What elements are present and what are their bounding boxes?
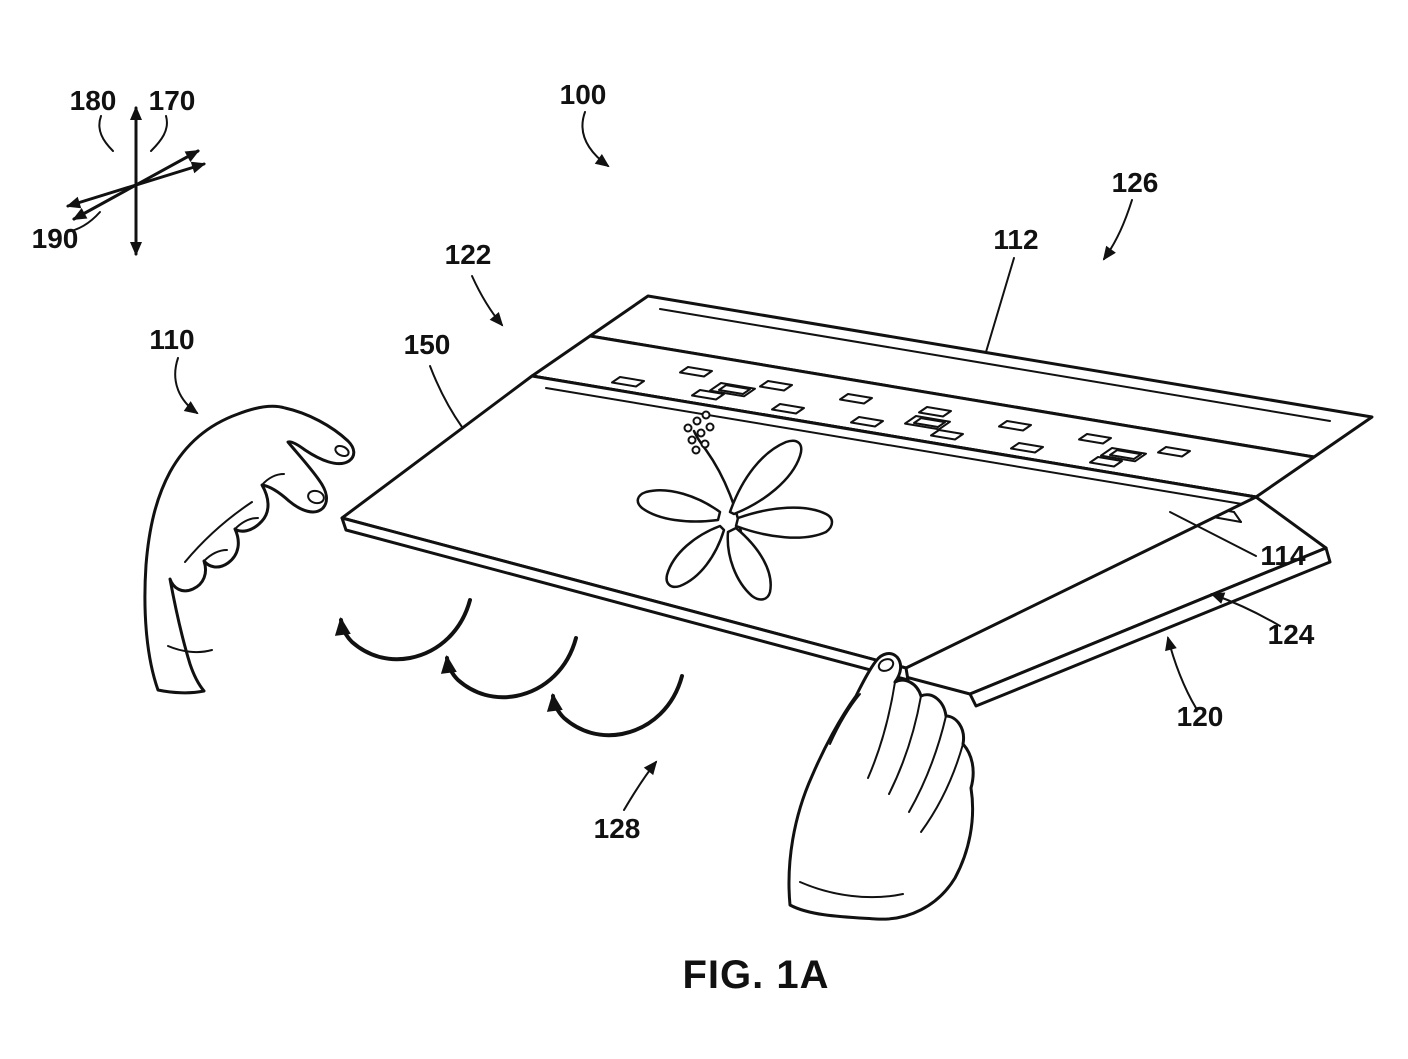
sheet-inner-line (545, 387, 1243, 505)
wrist-line (799, 881, 904, 899)
leader-126 (1102, 199, 1133, 261)
flower-petal (728, 439, 803, 516)
leader-124 (1210, 592, 1281, 627)
base-thickness (968, 546, 1332, 708)
finger-line (908, 715, 947, 813)
reference-labels: 180 170 190 100 126 112 122 150 110 114 … (32, 79, 1315, 844)
detail-line (234, 517, 259, 530)
thumbnail (877, 658, 895, 672)
wrist-line (167, 645, 213, 654)
leader-170 (150, 115, 168, 152)
leader-112 (985, 257, 1015, 353)
flower-illustration (636, 410, 834, 601)
peel-arrow (334, 598, 472, 662)
leader-180 (98, 115, 114, 152)
ref-label-114: 114 (1260, 540, 1306, 571)
ref-label-170: 170 (149, 85, 196, 116)
peel-arrows (334, 598, 684, 738)
figure-caption: FIG. 1A (682, 953, 829, 997)
leader-100 (581, 111, 610, 168)
flower-petal (726, 526, 772, 601)
detail-line (203, 549, 228, 562)
thumbnail (307, 489, 325, 505)
flower-petal (665, 524, 726, 589)
detail-line (261, 473, 285, 486)
flower-stem (692, 429, 744, 540)
flower-petal (636, 488, 722, 523)
hand-outline (787, 652, 975, 921)
axis-indicator (65, 106, 206, 256)
ref-label-128: 128 (594, 813, 641, 844)
peel-arrow (440, 636, 578, 700)
peel-arrow (546, 674, 684, 738)
leader-114 (1169, 511, 1257, 557)
hand-outline (143, 404, 356, 695)
finger-line (867, 681, 896, 779)
axis-line-shallow (66, 161, 206, 209)
right-hand (787, 652, 975, 921)
fingernail (334, 444, 350, 458)
flower-petal (734, 506, 834, 539)
leader-122 (471, 275, 504, 327)
ref-label-100: 100 (560, 79, 607, 110)
leader-150 (429, 365, 463, 428)
device-drawing (340, 294, 1374, 708)
ref-label-150: 150 (404, 329, 451, 360)
ref-label-190: 190 (32, 223, 79, 254)
leader-190 (65, 211, 101, 233)
leader-110 (174, 357, 199, 415)
ref-label-180: 180 (70, 85, 117, 116)
ref-label-126: 126 (1112, 167, 1159, 198)
ref-label-124: 124 (1268, 619, 1315, 650)
finger-line (888, 695, 922, 795)
back-panel-edge-line (659, 308, 1331, 422)
ref-label-122: 122 (445, 239, 492, 270)
ref-label-110: 110 (149, 324, 194, 355)
ref-label-120: 120 (1177, 701, 1224, 732)
finger-line (920, 743, 964, 833)
left-hand (143, 404, 356, 695)
leader-120 (1165, 636, 1197, 709)
palm-line (184, 501, 253, 563)
thumb-line (829, 693, 861, 745)
leader-lines (174, 111, 1281, 811)
leader-128 (623, 760, 658, 811)
ref-label-112: 112 (993, 224, 1038, 255)
